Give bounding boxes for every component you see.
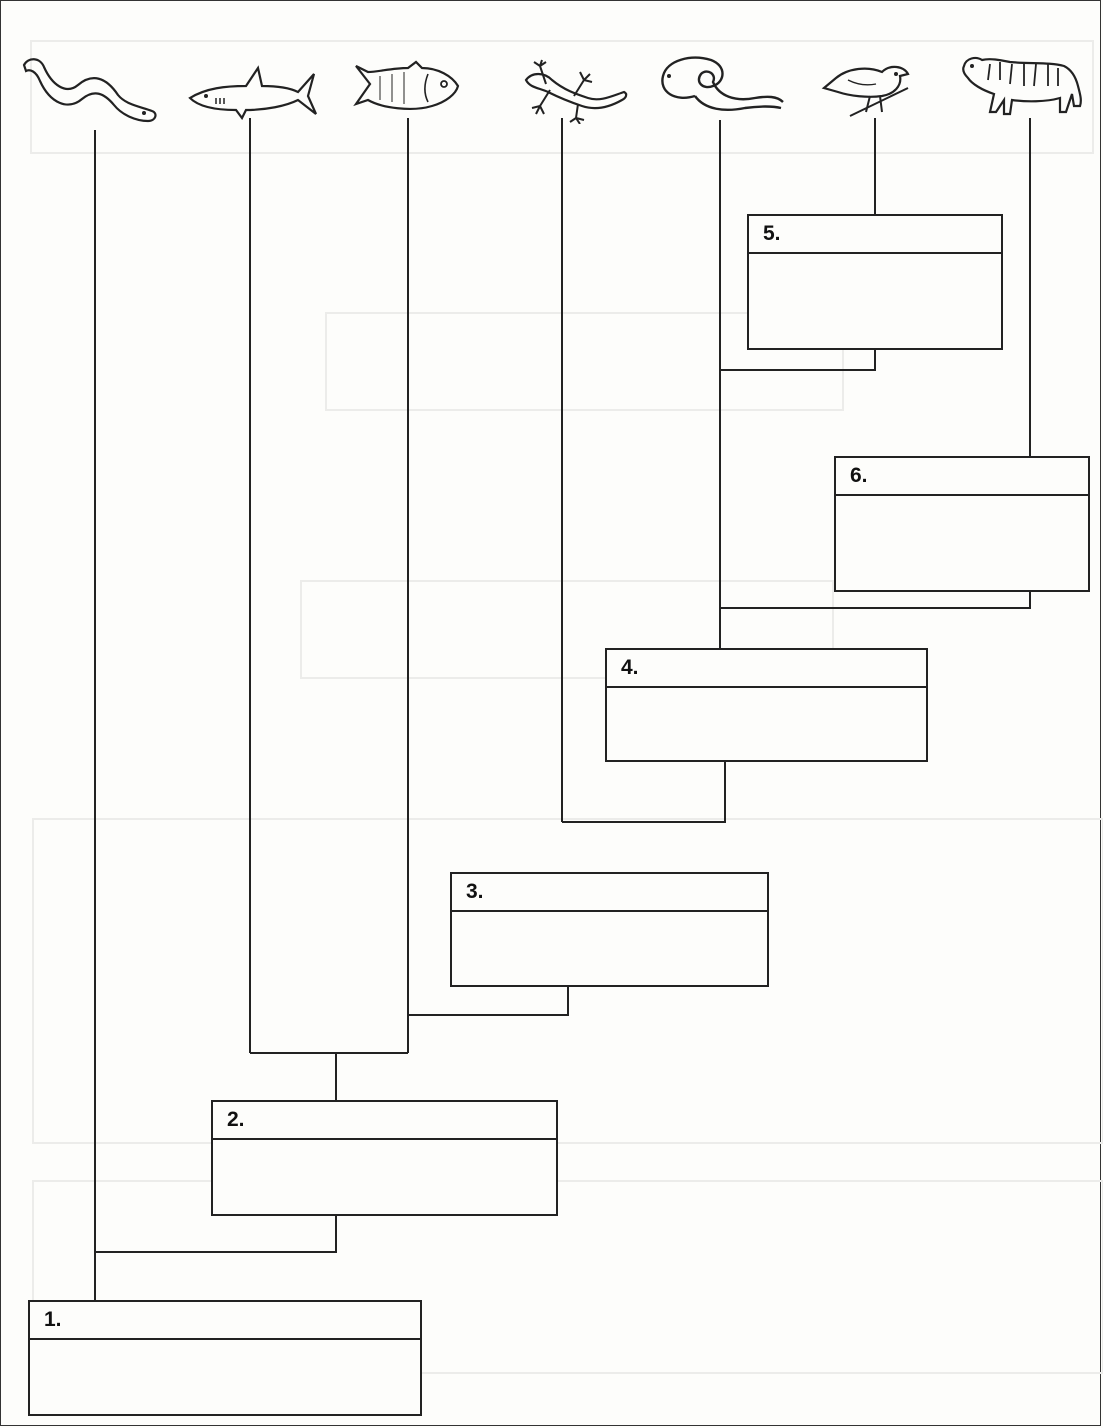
trait-box-6: 6. [834,456,1090,592]
bird-icon [820,58,914,120]
shark-icon [186,62,320,120]
trait-box-label: 1. [30,1302,420,1340]
tiger-icon [960,50,1084,118]
trait-box-1: 1. [28,1300,422,1416]
trait-box-4: 4. [605,648,928,762]
trait-box-label: 5. [749,216,1001,254]
trait-box-3: 3. [450,872,769,987]
lamprey-icon [18,55,160,127]
trait-box-5: 5. [747,214,1003,350]
snake-icon [655,52,787,118]
trait-box-label: 2. [213,1102,556,1140]
trait-box-2: 2. [211,1100,558,1216]
trait-box-label: 6. [836,458,1088,496]
trait-box-label: 4. [607,650,926,688]
lizard-icon [518,58,630,124]
fish-icon [352,60,462,112]
trait-box-label: 3. [452,874,767,912]
